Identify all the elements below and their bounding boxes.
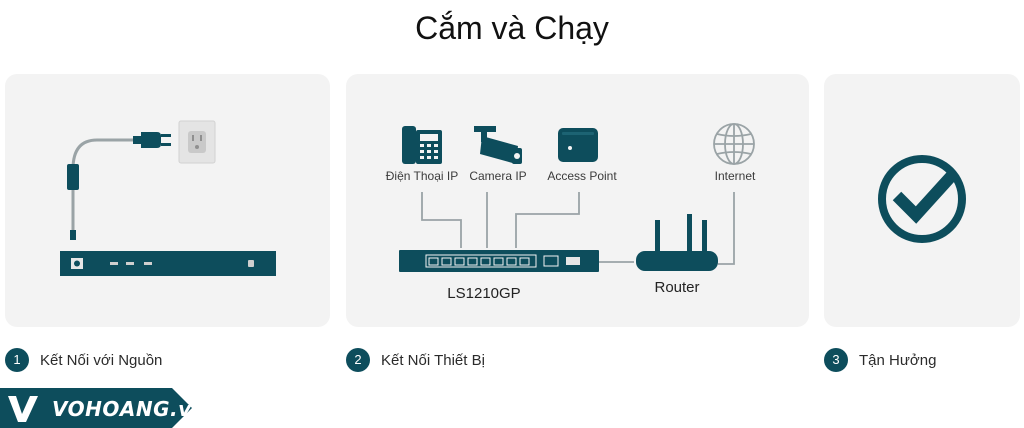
enjoy-illustration	[878, 155, 966, 243]
step-label: Tận Hưởng	[859, 351, 937, 369]
step-number-badge: 3	[824, 348, 848, 372]
step-number-badge: 1	[5, 348, 29, 372]
enjoy-panel	[824, 74, 1020, 327]
wall-outlet-icon	[178, 120, 216, 164]
ip-phone-label: Điện Thoại IP	[386, 169, 459, 183]
ip-phone-icon	[402, 126, 442, 164]
brand-logo[interactable]: VOHOANG.vn	[0, 388, 206, 428]
page-title: Cắm và Chạy	[415, 10, 609, 46]
internet-label: Internet	[715, 169, 756, 183]
step-label: Kết Nối với Nguồn	[40, 351, 163, 369]
internet-globe-icon	[713, 123, 755, 165]
ip-camera-icon	[474, 126, 522, 164]
switch-rear-icon	[60, 251, 276, 276]
step-number-badge: 2	[346, 348, 370, 372]
step-connect-power: 1 Kết Nối với Nguồn	[5, 347, 162, 373]
switch-model-label: LS1210GP	[447, 285, 520, 302]
step-connect-devices: 2 Kết Nối Thiết Bị	[346, 347, 485, 373]
router-label: Router	[654, 279, 699, 296]
device-connection-panel: Điện Thoại IP Camera IP Access Point Int…	[346, 74, 809, 327]
ip-camera-label: Camera IP	[469, 169, 526, 183]
router-icon	[636, 214, 718, 271]
network-cables	[421, 192, 735, 265]
power-connection-panel	[5, 74, 330, 327]
brand-logo-text: VOHOANG.vn	[52, 397, 207, 421]
step-label: Kết Nối Thiết Bị	[381, 351, 485, 369]
access-point-icon	[558, 128, 598, 162]
access-point-label: Access Point	[547, 169, 617, 183]
power-connection-illustration	[60, 120, 276, 276]
power-plug-icon	[133, 132, 171, 148]
device-connection-illustration: Điện Thoại IP Camera IP Access Point Int…	[386, 123, 756, 302]
checkmark-circle-icon	[878, 155, 966, 243]
brand-mark-icon	[8, 396, 38, 422]
ferrite-core-icon	[67, 164, 79, 190]
step-enjoy: 3 Tận Hưởng	[824, 347, 936, 373]
brand-logo-background	[0, 388, 192, 428]
switch-front-icon	[399, 250, 599, 272]
